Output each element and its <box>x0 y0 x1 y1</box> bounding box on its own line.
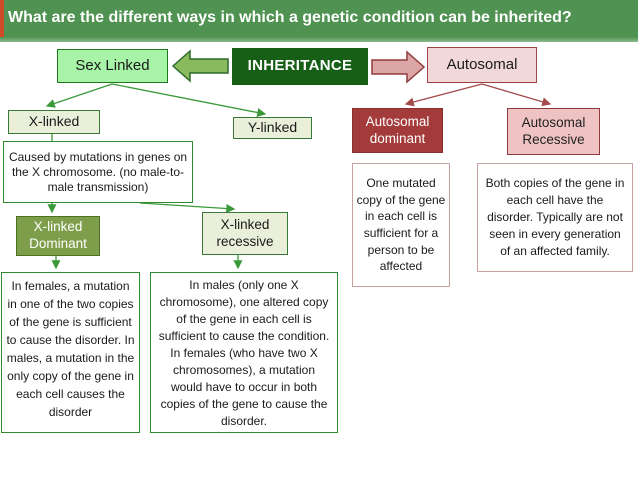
link-sexlinked-ylinked <box>111 83 267 117</box>
link-note-xrecessive <box>139 202 236 214</box>
node-x-linked: X-linked <box>8 110 100 134</box>
link-autosomal-recessive <box>481 83 552 107</box>
link-sexlinked-xlinked <box>45 83 113 108</box>
node-inheritance: INHERITANCE <box>232 48 368 85</box>
desc-x-linked-recessive: In males (only one X chromosome), one al… <box>150 272 338 433</box>
node-x-linked-dominant: X-linked Dominant <box>16 216 100 256</box>
header-accent-bar <box>0 0 4 37</box>
node-y-linked: Y-linked <box>233 117 312 139</box>
desc-autosomal-dominant: One mutated copy of the gene in each cel… <box>352 163 450 287</box>
note-x-linked: Caused by mutations in genes on the X ch… <box>3 141 193 203</box>
desc-autosomal-recessive: Both copies of the gene in each cell hav… <box>477 163 633 272</box>
node-autosomal: Autosomal <box>427 47 537 83</box>
slide-header: What are the different ways in which a g… <box>0 0 638 42</box>
node-autosomal-recessive: Autosomal Recessive <box>507 108 600 155</box>
page-title: What are the different ways in which a g… <box>8 9 572 26</box>
link-autosomal-dominant <box>404 83 483 107</box>
node-autosomal-dominant: Autosomal dominant <box>352 108 443 153</box>
node-sex-linked: Sex Linked <box>57 49 168 83</box>
node-x-linked-recessive: X-linked recessive <box>202 212 288 255</box>
arrow-right-icon <box>371 50 426 84</box>
arrow-left-icon <box>171 49 229 83</box>
desc-x-linked-dominant: In females, a mutation in one of the two… <box>1 272 140 433</box>
